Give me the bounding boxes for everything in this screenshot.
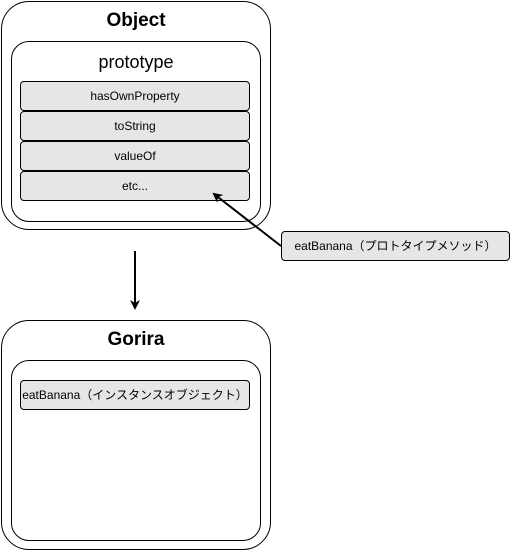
method-etc: etc... bbox=[20, 171, 250, 201]
prototype-method-callout: eatBanana（プロトタイプメソッド） bbox=[281, 231, 510, 261]
prototype-title: prototype bbox=[98, 52, 174, 72]
method-hasownproperty: hasOwnProperty bbox=[20, 81, 250, 111]
method-tostring: toString bbox=[20, 111, 250, 141]
instance-eatbanana: eatBanana（インスタンスオブジェクト） bbox=[20, 380, 250, 410]
method-valueof: valueOf bbox=[20, 141, 250, 171]
gorira-title: Gorira bbox=[107, 329, 165, 350]
callout-pointer-arrow bbox=[212, 192, 282, 247]
object-title: Object bbox=[106, 10, 166, 31]
